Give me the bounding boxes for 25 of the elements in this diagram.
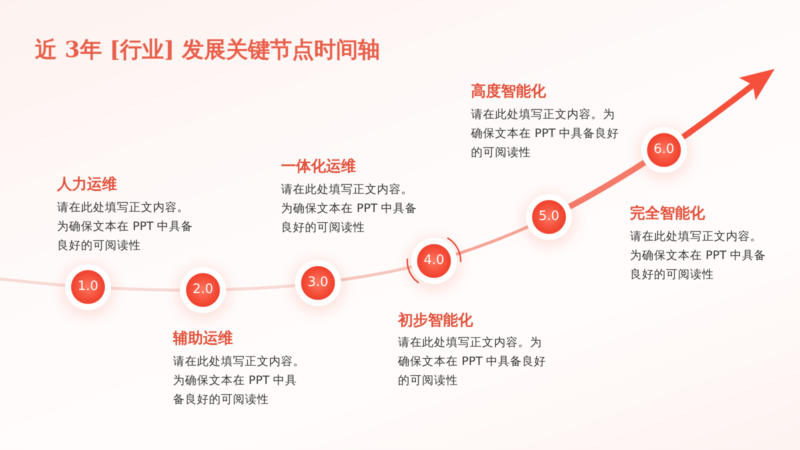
milestone-title: 高度智能化 bbox=[471, 81, 546, 101]
milestone-description: 请在此处填写正文内容。为确保文本在 PPT 中具备良好的可阅读性 bbox=[173, 353, 306, 408]
milestone-number: 5.0 bbox=[538, 209, 560, 225]
timeline-line bbox=[0, 278, 66, 287]
page-title: 近 3年 [行业] 发展关键节点时间轴 bbox=[35, 36, 380, 64]
milestone-title: 初步智能化 bbox=[398, 310, 473, 330]
milestone-title: 一体化运维 bbox=[281, 156, 356, 176]
milestone-title: 辅助运维 bbox=[173, 328, 233, 348]
timeline-line bbox=[110, 286, 180, 292]
milestone-title: 人力运维 bbox=[57, 174, 117, 194]
milestone-description: 请在此处填写正文内容。为确保文本在 PPT 中具备良好的可阅读性 bbox=[630, 228, 768, 283]
milestone-description: 请在此处填写正文内容。为确保文本在 PPT 中具备良好的可阅读性 bbox=[398, 334, 548, 389]
timeline-line bbox=[456, 225, 529, 256]
milestone-number: 6.0 bbox=[654, 142, 674, 158]
milestone-number: 4.0 bbox=[424, 253, 444, 269]
timeline-line bbox=[340, 265, 412, 282]
timeline-line bbox=[568, 160, 646, 210]
milestone-number: 1.0 bbox=[78, 279, 98, 295]
milestone-title: 完全智能化 bbox=[630, 203, 705, 223]
milestone-number: 2.0 bbox=[192, 282, 214, 298]
milestone-description: 请在此处填写正文内容。为确保文本在 PPT 中具备良好的可阅读性 bbox=[471, 106, 620, 161]
timeline-line bbox=[226, 284, 296, 291]
milestone-number: 3.0 bbox=[308, 275, 328, 291]
milestone-description: 请在此处填写正文内容。为确保文本在 PPT 中具备良好的可阅读性 bbox=[57, 199, 194, 254]
milestone-description: 请在此处填写正文内容。为确保文本在 PPT 中具备良好的可阅读性 bbox=[281, 181, 418, 236]
